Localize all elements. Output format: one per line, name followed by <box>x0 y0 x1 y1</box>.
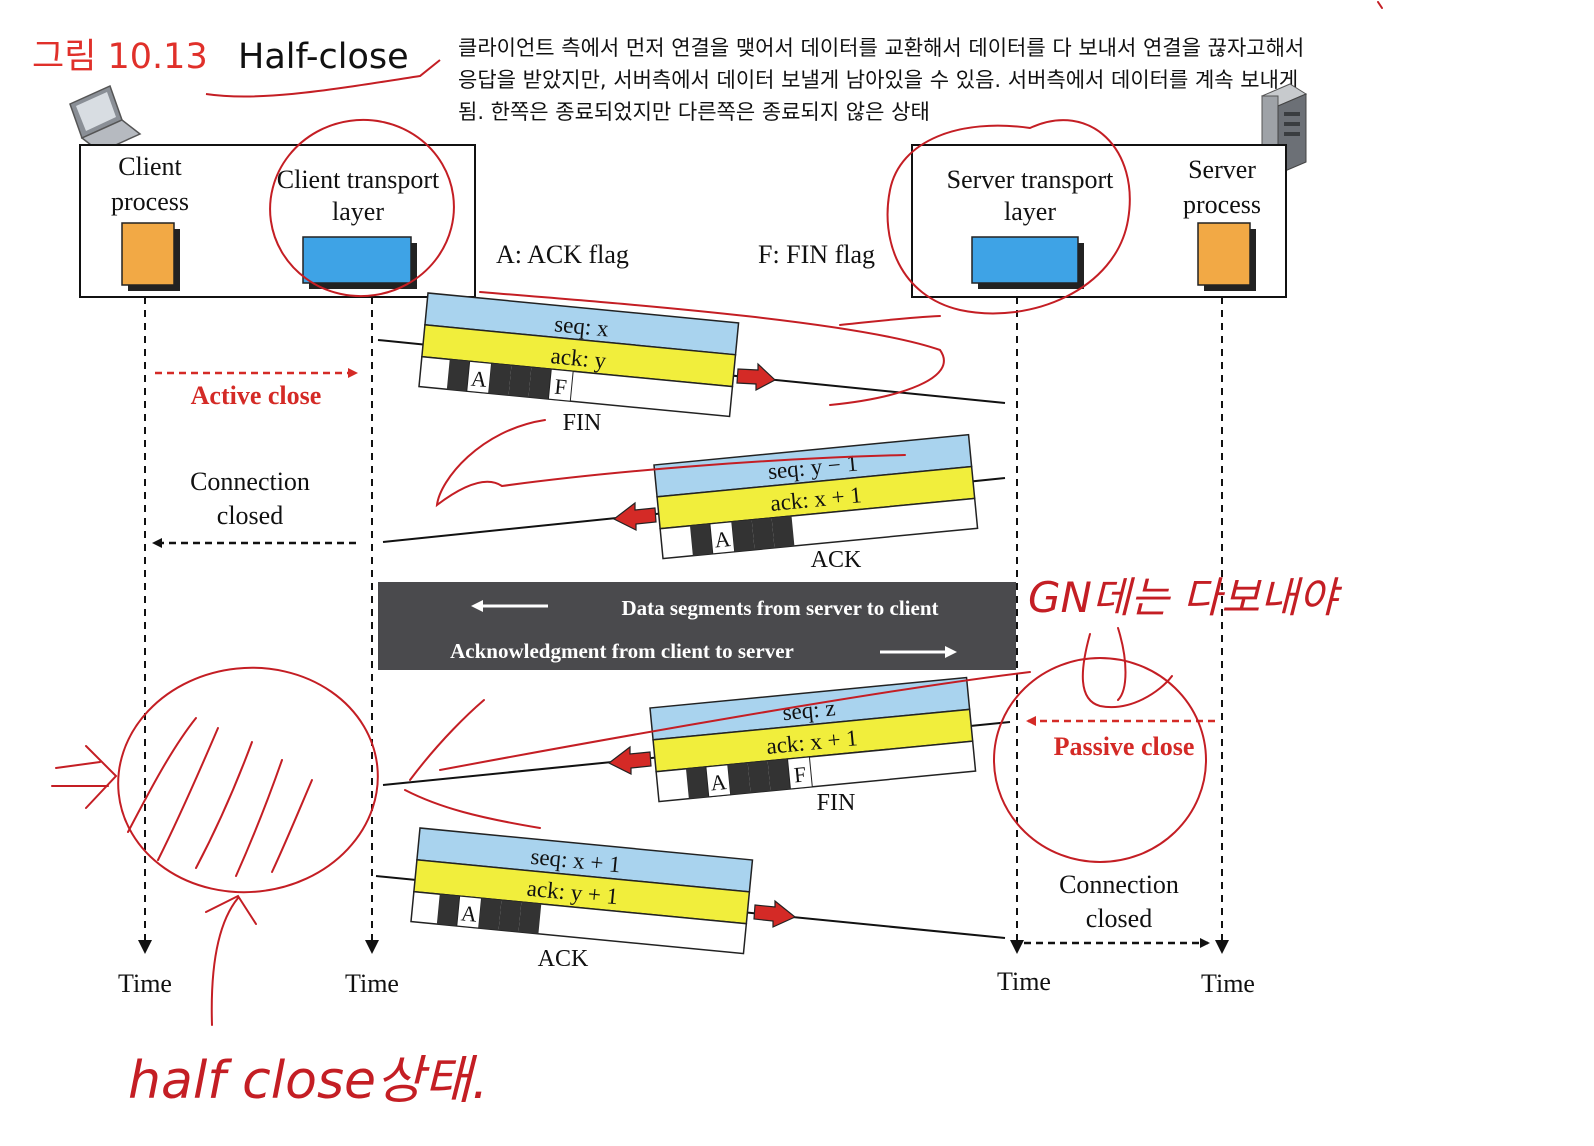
segment-1-flag-f: F <box>553 374 568 400</box>
segment-2-direction-arrow <box>612 501 657 531</box>
circle-half-close <box>117 666 379 894</box>
hatch-4 <box>235 759 283 877</box>
figure-title: 그림 10.13 Half-close <box>32 37 441 98</box>
pen-stroke-ack-loop <box>435 419 546 508</box>
segment-3-caption: FIN <box>817 790 856 816</box>
title-underline-stroke <box>205 59 441 98</box>
segment-4-direction-arrow <box>753 899 797 928</box>
ack-flag-legend: A: ACK flag <box>496 240 629 269</box>
passive-close-label: Passive close <box>1054 732 1195 761</box>
client-transport-block <box>302 236 412 284</box>
segment-2-flag-a: A <box>713 526 731 552</box>
segment-4-caption: ACK <box>538 946 589 972</box>
note-text: 클라이언트 측에서 먼저 연결을 맺어서 데이터를 교환해서 데이터를 다 보내… <box>458 36 1304 124</box>
circle-server-transport <box>886 119 1131 315</box>
server-process-label-1: Server <box>1188 155 1256 184</box>
hatch-1 <box>127 717 197 833</box>
timelines: Time Time Time Time <box>118 297 1255 998</box>
connection-closed-client-1: Connection <box>190 467 310 496</box>
time-label-server-transport: Time <box>997 967 1051 996</box>
segment-1-flag-a: A <box>470 366 488 392</box>
data-band-line-2: Acknowledgment from client to server <box>450 639 794 663</box>
server-box: Server transport layer Server process <box>911 144 1287 298</box>
arrow-mark-1 <box>55 761 101 769</box>
client-process-label-2: process <box>111 187 189 216</box>
time-label-server-process: Time <box>1201 969 1255 998</box>
time-label-client-process: Time <box>118 969 172 998</box>
data-band: Data segments from server to client Ackn… <box>378 582 1016 670</box>
laptop-icon <box>69 84 142 153</box>
connection-closed-server-1: Connection <box>1059 870 1179 899</box>
timeline-arrowhead-2 <box>365 940 379 954</box>
segment-2-caption: ACK <box>811 547 862 573</box>
server-process-label-2: process <box>1183 190 1261 219</box>
timeline-arrowhead-3 <box>1010 940 1024 954</box>
circle-client-transport <box>269 118 455 298</box>
pen-stroke-fin-return-1 <box>409 699 485 781</box>
server-process-block <box>1197 222 1251 286</box>
segment-3-flag-f: F <box>793 761 808 787</box>
pen-stroke-hook-1 <box>839 315 941 326</box>
server-transport-block <box>971 236 1079 284</box>
connection-closed-server-2: closed <box>1086 904 1152 933</box>
segment-1-caption: FIN <box>563 410 602 436</box>
segment-ack-client: seq: x + 1 ack: y + 1 A ACK <box>375 827 1006 972</box>
note-line-1: 클라이언트 측에서 먼저 연결을 맺어서 데이터를 교환해서 데이터를 다 보내… <box>458 36 1304 60</box>
segment-4-flag-a: A <box>460 900 478 926</box>
circle-passive-close <box>993 657 1207 863</box>
segment-fin-client: seq: x ack: y A F FIN <box>377 292 1006 436</box>
handwritten-half-close-note: half close상태. <box>128 1051 488 1111</box>
pen-stroke-fin-return-2 <box>439 671 1031 771</box>
figure-name: Half-close <box>238 37 409 77</box>
pen-stroke-segment-1 <box>479 291 945 406</box>
pen-tick-top-right <box>1377 1 1383 9</box>
pointer-stroke <box>210 897 239 1026</box>
active-close-label: Active close <box>191 381 322 410</box>
segment-3-direction-arrow <box>607 745 652 775</box>
timeline-arrowhead-1 <box>138 940 152 954</box>
pointer-head <box>205 894 257 925</box>
note-line-2: 응답을 받았지만, 서버측에서 데이터 보낼게 남아있을 수 있음. 서버측에서… <box>458 68 1298 92</box>
figure-number: 그림 10.13 <box>32 37 208 77</box>
pen-checkmark <box>1081 633 1173 709</box>
fin-flag-legend: F: FIN flag <box>758 240 875 269</box>
server-transport-label-1: Server transport <box>947 165 1115 194</box>
hatch-3 <box>195 741 253 869</box>
arrow-mark-head <box>85 745 118 809</box>
hatch-5 <box>271 779 313 873</box>
client-transport-label-2: layer <box>332 197 384 226</box>
segment-3-seq: seq: z <box>781 695 836 725</box>
close-events: Active close Connection closed Passive c… <box>152 368 1215 948</box>
client-process-label-1: Client <box>118 152 182 181</box>
segment-3-flag-a: A <box>709 769 727 795</box>
segment-1-direction-arrow <box>736 362 777 391</box>
data-band-background <box>378 582 1016 670</box>
note-line-3: 됨. 한쪽은 종료되었지만 다른쪽은 종료되지 않은 상태 <box>458 100 930 124</box>
client-transport-label-1: Client transport <box>277 165 440 194</box>
connection-closed-client-2: closed <box>217 501 283 530</box>
hatch-2 <box>157 727 219 861</box>
pen-stroke-check-2 <box>1117 627 1127 701</box>
segment-ack-server: seq: y − 1 ack: x + 1 A ACK <box>382 433 1006 573</box>
segment-fin-server: seq: z ack: x + 1 A F FIN <box>382 676 1011 816</box>
handwritten-annotations <box>51 1 1383 1026</box>
segment-1-seq: seq: x <box>553 311 610 341</box>
timeline-arrowhead-4 <box>1215 940 1229 954</box>
segment-1-ack: ack: y <box>550 343 608 373</box>
pen-stroke-ack-out <box>404 789 541 829</box>
client-process-block <box>121 222 175 286</box>
pen-stroke-ack-line <box>501 454 906 487</box>
time-label-client-transport: Time <box>345 969 399 998</box>
handwritten-server-note: GN데는 다보내야 <box>1028 573 1343 622</box>
client-box: Client process Client transport layer <box>79 144 476 298</box>
data-band-line-1: Data segments from server to client <box>621 596 938 620</box>
server-transport-label-2: layer <box>1004 197 1056 226</box>
